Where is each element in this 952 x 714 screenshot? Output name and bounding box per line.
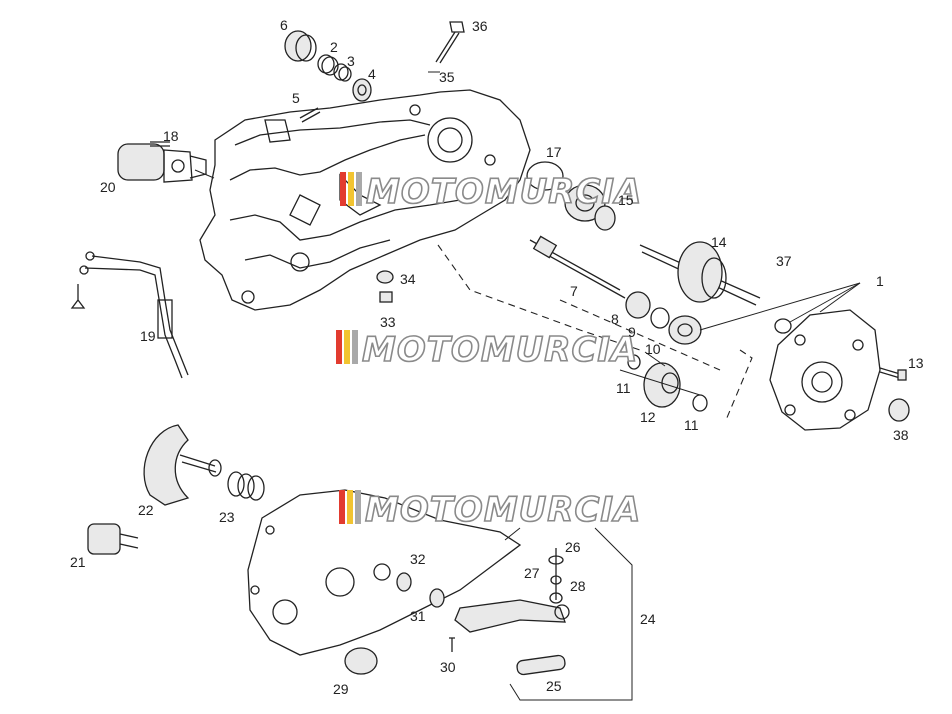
drive-shaft-7 xyxy=(529,235,626,299)
bendix-21 xyxy=(87,523,139,555)
plug-33 xyxy=(379,291,393,303)
kick-spring-23 xyxy=(227,471,265,501)
circlip-9 xyxy=(650,307,670,329)
crankcase-cover xyxy=(247,489,522,656)
watermark-top: MOTOMURCIA xyxy=(340,171,642,213)
washer-3 xyxy=(333,63,352,82)
gear-shaft-14 xyxy=(639,241,761,306)
watermark-bottom: MOTOMURCIA xyxy=(339,489,641,531)
callout-18: 18 xyxy=(163,128,179,144)
wiring-harness-19 xyxy=(70,251,189,379)
callout-13: 13 xyxy=(908,355,924,371)
callout-labels: 1 2 3 4 5 6 7 8 9 10 11 11 12 13 14 15 1… xyxy=(70,17,924,697)
bearing-15 xyxy=(564,184,616,231)
callout-35: 35 xyxy=(439,69,455,85)
circlip-11-right xyxy=(692,394,708,412)
callout-32: 32 xyxy=(410,551,426,567)
circlip-11-left xyxy=(627,354,641,370)
watermark-text: MOTOMURCIA xyxy=(362,330,638,370)
leader-lines xyxy=(619,282,861,396)
washer-34 xyxy=(376,270,394,284)
screw-26-28 xyxy=(548,548,564,604)
callout-23: 23 xyxy=(219,509,235,525)
callout-8: 8 xyxy=(611,311,619,327)
callout-31: 31 xyxy=(410,608,426,624)
callout-20: 20 xyxy=(100,179,116,195)
callout-33: 33 xyxy=(380,314,396,330)
seal-17 xyxy=(526,161,564,191)
dowel-37 xyxy=(774,318,792,334)
callout-1: 1 xyxy=(876,273,884,289)
callout-24: 24 xyxy=(640,611,656,627)
callout-11b: 11 xyxy=(684,417,699,433)
callout-22: 22 xyxy=(138,502,154,518)
callout-17: 17 xyxy=(546,144,562,160)
callout-4: 4 xyxy=(368,66,376,82)
callout-36: 36 xyxy=(472,18,488,34)
spring-25 xyxy=(516,654,566,676)
callout-19: 19 xyxy=(140,328,156,344)
callout-7: 7 xyxy=(570,283,578,299)
callout-30: 30 xyxy=(440,659,456,675)
callout-14: 14 xyxy=(711,234,727,250)
starter-motor-20 xyxy=(117,143,207,183)
callout-29: 29 xyxy=(333,681,349,697)
callout-5: 5 xyxy=(292,90,300,106)
callout-28: 28 xyxy=(570,578,586,594)
callout-9: 9 xyxy=(628,324,636,340)
callout-34: 34 xyxy=(400,271,416,287)
bearing-10 xyxy=(668,315,702,345)
bolt-30 xyxy=(449,637,455,652)
callout-21: 21 xyxy=(70,554,86,570)
seal-4 xyxy=(352,78,372,102)
callout-6: 6 xyxy=(280,17,288,33)
crankcase-half xyxy=(199,89,531,311)
callout-15: 15 xyxy=(618,192,634,208)
watermark-text: MOTOMURCIA xyxy=(365,490,641,530)
cap-29 xyxy=(344,647,378,675)
kick-sector-gear-22 xyxy=(143,424,222,506)
callout-3: 3 xyxy=(347,53,355,69)
washer-32 xyxy=(396,572,412,592)
callout-10: 10 xyxy=(645,341,661,357)
watermark-text: MOTOMURCIA xyxy=(366,172,642,212)
callout-37: 37 xyxy=(776,253,792,269)
callout-12: 12 xyxy=(640,409,656,425)
transmission-cover-1 xyxy=(769,309,881,431)
dipstick-36 xyxy=(435,21,465,64)
spring-2 xyxy=(317,54,339,76)
callout-11a: 11 xyxy=(616,380,631,396)
bolt-18 xyxy=(150,141,170,147)
bearing-8 xyxy=(625,291,651,319)
gear-12 xyxy=(643,362,681,408)
watermark-middle: MOTOMURCIA xyxy=(336,329,638,371)
seal-31 xyxy=(429,588,445,608)
callout-26: 26 xyxy=(565,539,581,555)
callout-25: 25 xyxy=(546,678,562,694)
bolt-13 xyxy=(879,367,907,381)
pin-5 xyxy=(299,107,321,123)
kick-lever-24 xyxy=(454,599,570,633)
oil-filter-cap-6 xyxy=(284,30,317,62)
cap-38 xyxy=(888,398,910,422)
callout-2: 2 xyxy=(330,39,338,55)
callout-38: 38 xyxy=(893,427,909,443)
callout-27: 27 xyxy=(524,565,540,581)
